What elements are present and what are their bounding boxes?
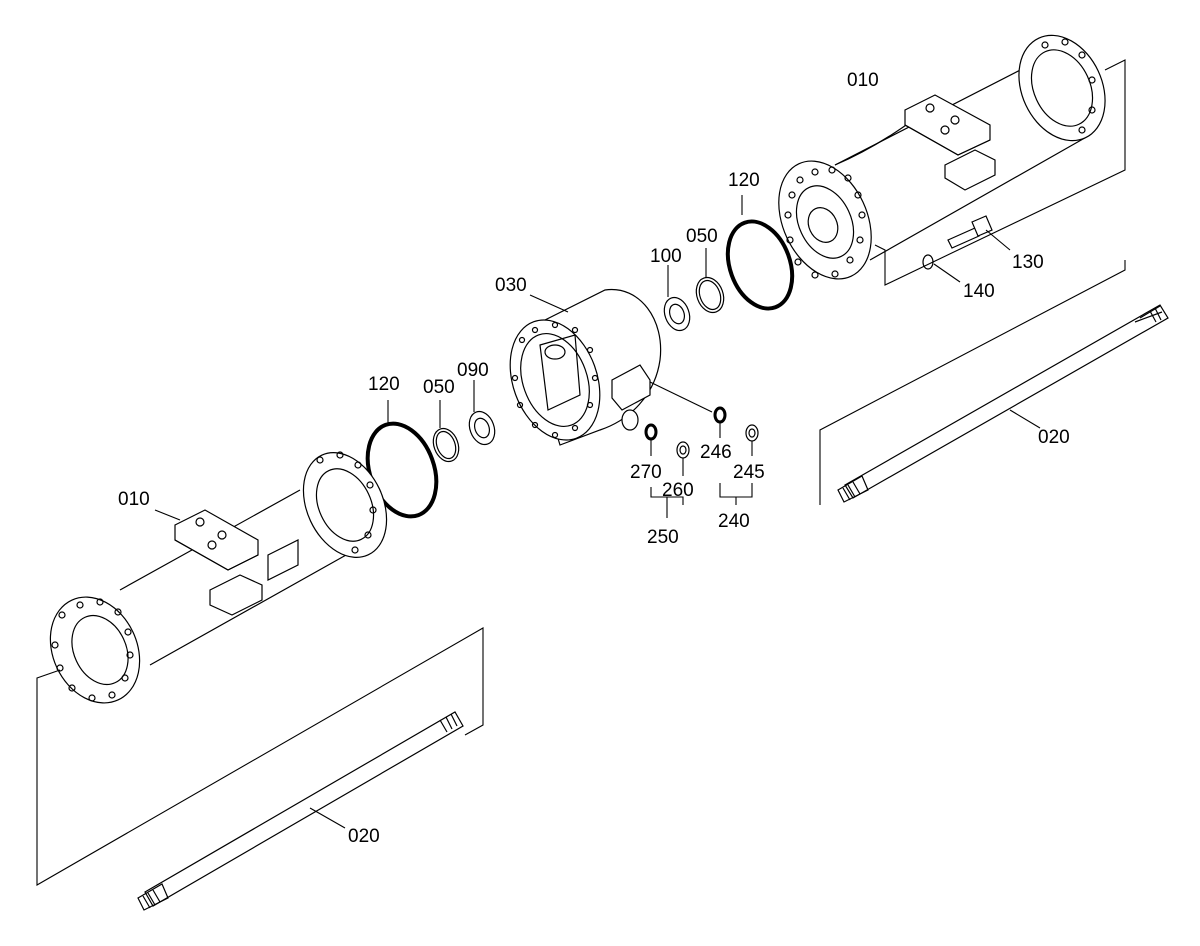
bracket-250 <box>650 487 684 518</box>
label-030: 030 <box>495 275 527 296</box>
label-130: 130 <box>1012 252 1044 273</box>
axle-housing-right <box>778 34 1126 286</box>
label-090: 090 <box>457 360 489 381</box>
shaft-right <box>819 260 1169 505</box>
label-250: 250 <box>647 527 679 548</box>
label-010-left: 010 <box>118 489 150 510</box>
plug-260 <box>676 441 690 476</box>
bolt-130 <box>947 215 1011 251</box>
bearing-100 <box>663 265 691 332</box>
washer-140 <box>922 254 961 283</box>
oring-270 <box>644 423 658 456</box>
label-120-right: 120 <box>728 170 760 191</box>
label-140: 140 <box>963 281 995 302</box>
label-020-left: 020 <box>348 826 380 847</box>
label-010-right: 010 <box>847 70 879 91</box>
label-245: 245 <box>733 462 765 483</box>
oring-246 <box>713 406 727 438</box>
label-100: 100 <box>650 246 682 267</box>
plug-245 <box>745 424 759 456</box>
ring-120-right <box>725 195 795 311</box>
label-020-right: 020 <box>1038 427 1070 448</box>
label-240: 240 <box>718 511 750 532</box>
label-260: 260 <box>662 480 694 501</box>
label-120-left: 120 <box>368 374 400 395</box>
bracket-240 <box>719 483 753 505</box>
shaft-left <box>137 711 464 911</box>
label-270: 270 <box>630 462 662 483</box>
axle-housing-left <box>36 451 484 886</box>
label-050-right: 050 <box>686 226 718 247</box>
ring-050-left <box>432 400 460 463</box>
ring-050-right <box>695 248 725 314</box>
label-246: 246 <box>700 442 732 463</box>
carrier-030 <box>509 289 713 446</box>
label-050-left: 050 <box>423 377 455 398</box>
bearing-090 <box>468 380 496 446</box>
